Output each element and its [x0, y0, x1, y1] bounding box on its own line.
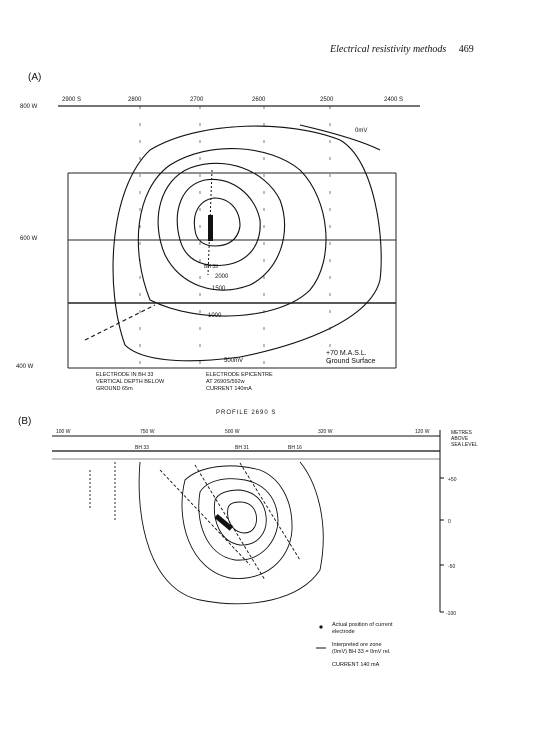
right-axis-tick: -50 [448, 564, 455, 570]
x-tick: 2400 S [384, 97, 404, 103]
contour-label: 1000 [208, 313, 222, 319]
panel-b-frame [52, 430, 444, 613]
x-tick: 2700 [190, 97, 204, 103]
borehole-trace-1 [159, 469, 251, 566]
y-tick: 800 W [20, 104, 38, 110]
right-axis-tick: -100 [446, 611, 456, 617]
right-axis-title: SEA LEVEL [451, 442, 478, 448]
section-c1 [181, 465, 293, 579]
contour-500mv [112, 125, 382, 362]
section-outer [138, 461, 324, 605]
top-scale-label: 120 W [415, 429, 430, 435]
contour-label: 500mV [224, 358, 243, 364]
legend-electrode-marker [319, 625, 323, 629]
contour-2000 [176, 178, 261, 267]
right-axis-title: METRES [451, 430, 473, 436]
profile-title: PROFILE 2690 S [216, 410, 277, 416]
contour-label: 2000 [215, 274, 229, 280]
electrode-marker [214, 514, 233, 531]
elevation-note-line: Ground Surface [326, 358, 376, 365]
section-c3 [213, 489, 267, 546]
section-c4 [227, 501, 257, 534]
x-tick: 2600 [252, 97, 266, 103]
contour-1000 [137, 148, 327, 317]
caption-line: VERTICAL DEPTH BELOW [96, 379, 165, 385]
y-tick: 600 W [20, 236, 38, 242]
caption-line: GROUND 65m [96, 386, 133, 392]
legend-text: Actual position of current [332, 622, 393, 628]
panel-b-label: (B) [18, 416, 32, 427]
top-scale-label: 750 W [140, 429, 155, 435]
top-scale-label: 320 W [318, 429, 333, 435]
borehole-trace-2 [194, 464, 266, 581]
bh-label: BH 33 [135, 445, 149, 451]
caption-line: ELECTRODE IN BH 33 [96, 372, 154, 378]
contour-inner [193, 197, 241, 247]
panel-a-grid [58, 105, 420, 369]
contour-1500 [157, 162, 286, 291]
contour-label: 0mV [355, 128, 367, 134]
x-tick: 2800 [128, 97, 142, 103]
right-axis-tick: +50 [448, 477, 457, 483]
legend-line: Interpreted ore zone(0mV) BH 33 = 0mV re… [332, 642, 391, 656]
caption-line: CURRENT 140mA [206, 386, 252, 392]
elevation-note-line: +70 M.A.S.L. [326, 350, 367, 357]
panel-a-contours [84, 124, 382, 362]
caption-line: ELECTRODE EPICENTRE [206, 372, 273, 378]
page-header: Electrical resistivity methods 469 [330, 44, 520, 55]
bh-label: BH 16 [288, 445, 302, 451]
borehole-bh33 [207, 169, 213, 276]
y-tick: 400 W [16, 364, 34, 370]
page-number: 469 [458, 44, 474, 55]
right-axis-title: ABOVE [451, 436, 469, 442]
bh-label: BH 31 [235, 445, 249, 451]
borehole-trace-3 [239, 462, 301, 561]
x-tick: 2900 S [62, 97, 82, 103]
running-title: Electrical resistivity methods [330, 44, 447, 55]
contour-0mv [299, 124, 381, 151]
contour-label: 1500 [212, 286, 226, 292]
panel-b-contours [89, 461, 324, 605]
legend-text: (0mV) BH 33 = 0mV rel. [332, 649, 391, 655]
legend-text: electrode [332, 629, 355, 635]
bh-label: BH 33 [204, 264, 218, 270]
current-label: CURRENT 140 mA [332, 662, 380, 668]
caption-line: AT 2690S/592w [206, 379, 245, 385]
elevation-note: +70 M.A.S.L.Ground Surface [326, 350, 375, 366]
top-scale-label: 500 W [225, 429, 240, 435]
panel-a-label: (A) [28, 72, 42, 83]
dashed-arrow [84, 304, 156, 341]
top-scale-label: 100 W [56, 429, 71, 435]
legend-text: Interpreted ore zone [332, 642, 382, 648]
x-tick: 2500 [320, 97, 334, 103]
right-axis-tick: 0 [448, 519, 451, 525]
